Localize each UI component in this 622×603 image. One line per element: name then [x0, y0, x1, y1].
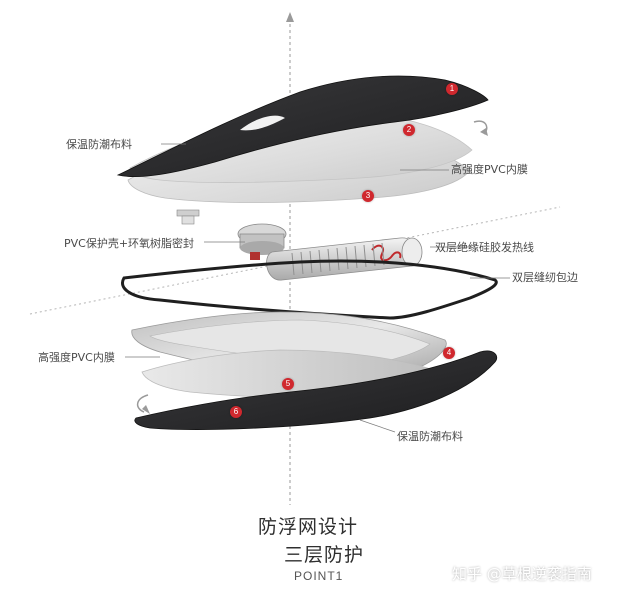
tube-rib: [363, 244, 367, 268]
tube-rib: [291, 252, 295, 276]
tube-rib: [336, 247, 340, 271]
badge-1: 1: [446, 83, 458, 95]
watermark: 知乎 @草根逆袭指南: [452, 565, 592, 583]
label-shell-seal: PVC保护壳+环氧树脂密封: [64, 237, 195, 250]
label-bottom-pvc: 高强度PVC内膜: [38, 351, 115, 364]
badge-4: 4: [443, 347, 455, 359]
sewing-hem-wire-loop: [121, 259, 498, 320]
bottom-tray-inner: [149, 319, 431, 365]
headline-line2: 三层防护: [284, 544, 365, 566]
label-double-hem: 双层缝纫包边: [512, 271, 578, 284]
badge-5: 5: [282, 378, 294, 390]
label-top-pvc: 高强度PVC内膜: [451, 163, 528, 176]
label-bottom-fabric: 保温防潮布料: [397, 430, 463, 443]
top-fabric-layer: [116, 75, 489, 178]
tube-rib: [354, 245, 358, 269]
axis-arrow-top: [286, 12, 294, 22]
headline-line1: 防浮网设计: [258, 516, 359, 538]
rotate-arrow-top-head: [480, 128, 488, 136]
controller-box: [237, 223, 287, 260]
heating-wire-tube: [266, 237, 423, 281]
rotate-arrow-bottom: [136, 394, 149, 413]
label-top-fabric: 保温防潮布料: [66, 138, 132, 151]
badge-2: 2: [403, 124, 415, 136]
bottom-fabric-layer: [134, 350, 498, 430]
top-fabric-handle-cutout: [240, 115, 285, 131]
badge-6: 6: [230, 406, 242, 418]
badge-3: 3: [362, 190, 374, 202]
clip-component: [176, 209, 200, 225]
tube-rib: [345, 246, 349, 270]
point-label: POINT1: [294, 569, 344, 583]
label-heating-wire: 双层绝缘硅胶发热线: [435, 241, 534, 254]
leader-lines: [125, 143, 510, 433]
rotate-arrow-bottom-head: [142, 405, 150, 414]
